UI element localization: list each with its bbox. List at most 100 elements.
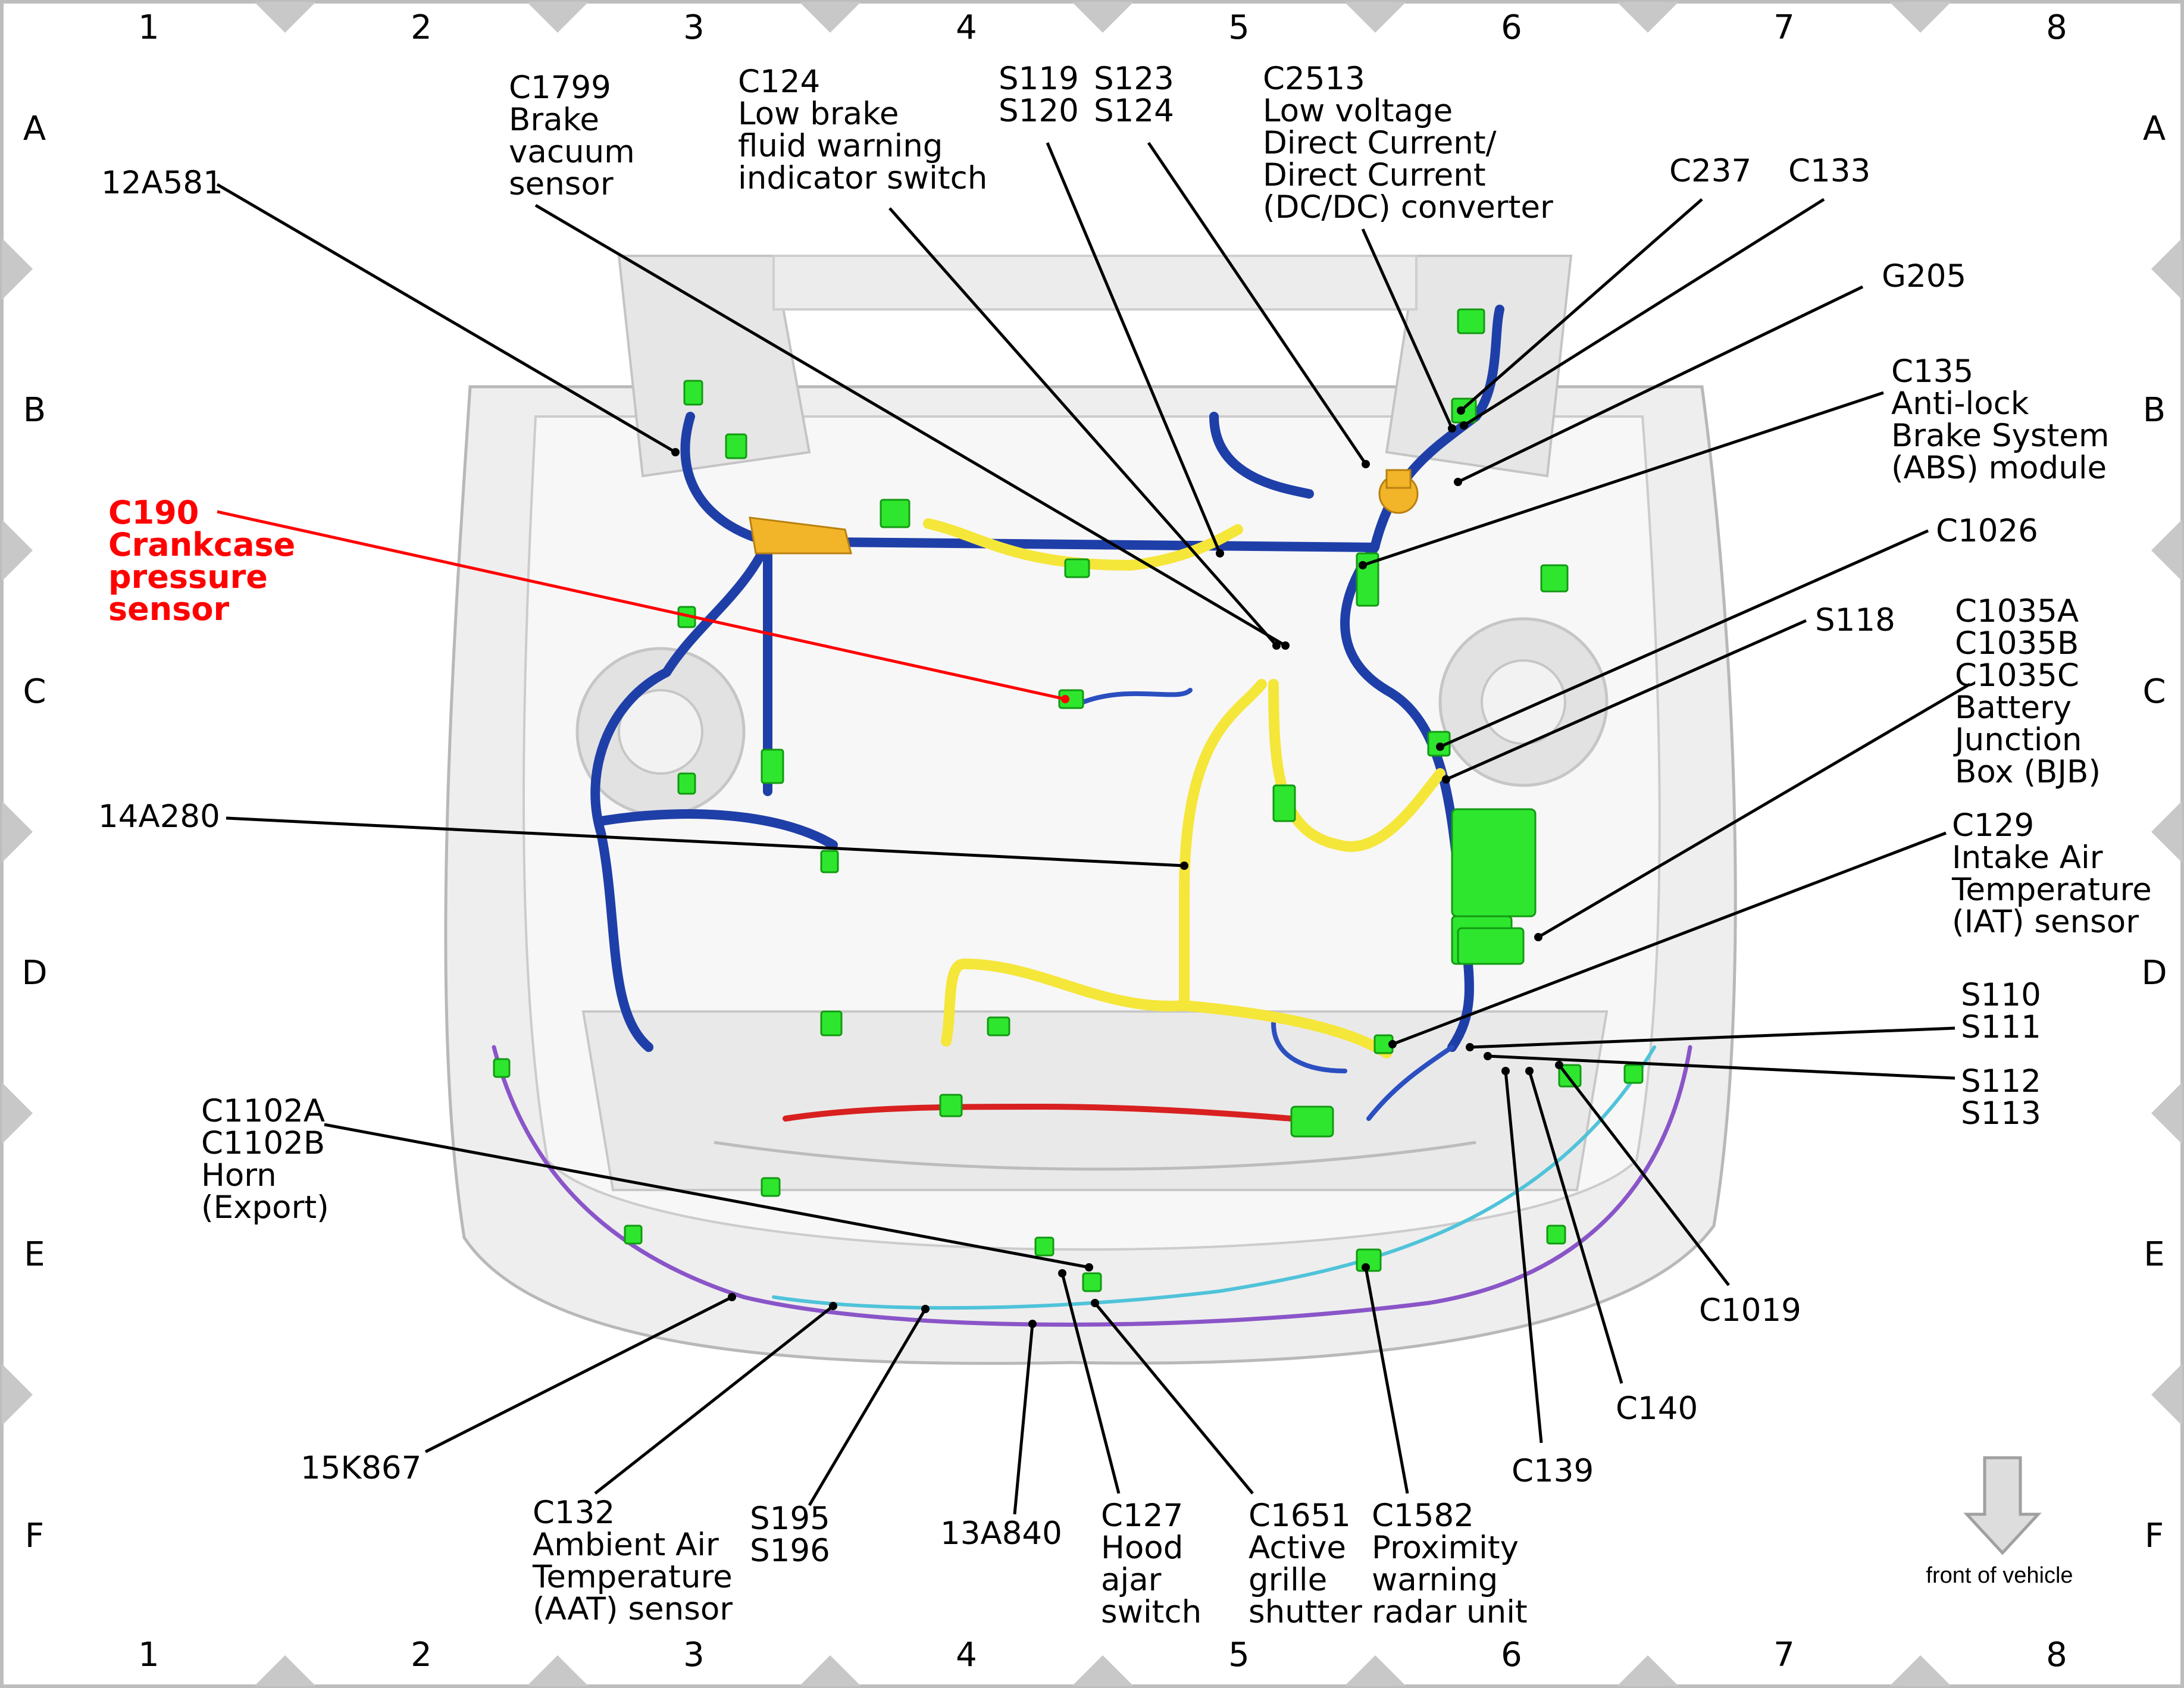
callout-c1651-line: C1651 bbox=[1249, 1498, 1351, 1534]
callout-c1019: C1019 bbox=[1699, 1292, 1801, 1329]
grid-row-right-B: B bbox=[2143, 391, 2166, 430]
border-marker bbox=[2, 519, 33, 581]
leader-tip-c1035 bbox=[1534, 933, 1542, 941]
callout-c124-line: fluid warning bbox=[738, 128, 943, 164]
callout-c129-line: C129 bbox=[1952, 807, 2034, 844]
leader-tip-s118 bbox=[1442, 775, 1450, 784]
front-of-vehicle-legend: front of vehicle bbox=[1926, 1456, 2073, 1588]
border-marker bbox=[2, 1082, 33, 1144]
leader-12a581 bbox=[216, 183, 677, 454]
callout-c132-line: Ambient Air bbox=[533, 1527, 719, 1563]
border-marker bbox=[799, 1655, 861, 1686]
callout-14a280: 14A280 bbox=[98, 798, 220, 835]
grid-col-top-5: 5 bbox=[1228, 8, 1250, 47]
border-marker bbox=[1889, 1655, 1951, 1686]
callout-c1799-line: C1799 bbox=[509, 70, 611, 106]
callout-c135-line: (ABS) module bbox=[1891, 450, 2107, 486]
callout-c127-line: switch bbox=[1101, 1594, 1201, 1630]
leader-tip-c133 bbox=[1460, 421, 1468, 430]
grid-col-top-1: 1 bbox=[138, 8, 159, 47]
callout-c2513-line: Direct Current bbox=[1263, 157, 1486, 193]
leader-tip-s123 bbox=[1362, 460, 1370, 468]
callout-s110-line: S110 bbox=[1961, 977, 2041, 1013]
callout-15k867: 15K867 bbox=[301, 1450, 421, 1486]
border-marker bbox=[527, 2, 589, 33]
leader-c237 bbox=[1460, 198, 1703, 412]
callout-c1035-line: Box (BJB) bbox=[1955, 754, 2101, 790]
callout-c237: C237 bbox=[1669, 153, 1751, 189]
callout-c132-line: C132 bbox=[533, 1495, 615, 1531]
grid-row-right-A: A bbox=[2143, 109, 2166, 148]
callout-c1035-line: C1035C bbox=[1955, 657, 2079, 694]
callout-s123-line: S123 bbox=[1094, 61, 1174, 97]
callout-c135-line: Brake System bbox=[1891, 418, 2110, 454]
leader-tip-c190 bbox=[1061, 695, 1069, 703]
down-arrow-icon bbox=[1963, 1456, 2042, 1555]
callout-c1035-line: C1035A bbox=[1955, 593, 2079, 630]
callout-s118-line: S118 bbox=[1815, 602, 1895, 638]
callout-c1799-line: sensor bbox=[509, 166, 614, 202]
leader-g205 bbox=[1457, 285, 1864, 484]
leader-tip-c237 bbox=[1457, 406, 1465, 415]
border-marker bbox=[527, 1655, 589, 1686]
callout-12a581: 12A581 bbox=[101, 165, 223, 201]
border-marker bbox=[2, 801, 33, 863]
leader-c127 bbox=[1060, 1273, 1121, 1494]
callout-c1582-line: Proximity bbox=[1372, 1530, 1519, 1566]
callout-leader-lines bbox=[216, 142, 1971, 1515]
leader-c1651 bbox=[1094, 1302, 1254, 1495]
grid-col-bottom-7: 7 bbox=[1773, 1636, 1795, 1674]
grid-row-right-C: C bbox=[2142, 672, 2166, 711]
grid-row-right-E: E bbox=[2144, 1235, 2164, 1274]
callout-c190-line: C190 bbox=[108, 494, 199, 531]
leader-tip-c127 bbox=[1058, 1269, 1066, 1277]
leader-c1582 bbox=[1364, 1267, 1409, 1494]
callout-c190-line: Crankcase bbox=[108, 526, 295, 563]
leader-tip-s195 bbox=[921, 1305, 930, 1313]
callout-c124-line: C124 bbox=[738, 64, 820, 100]
leader-tip-c1651 bbox=[1091, 1299, 1099, 1307]
callout-c1651-line: grille bbox=[1249, 1562, 1327, 1598]
border-marker bbox=[2151, 1364, 2182, 1426]
grid-col-bottom-4: 4 bbox=[956, 1636, 977, 1674]
leader-tip-c135 bbox=[1359, 561, 1367, 569]
leader-tip-c139 bbox=[1501, 1067, 1510, 1075]
callout-c2513-line: Low voltage bbox=[1263, 93, 1453, 129]
leader-tip-s112 bbox=[1484, 1052, 1492, 1060]
red-harness bbox=[783, 1104, 1294, 1122]
border-marker bbox=[2151, 519, 2182, 581]
grid-col-bottom-1: 1 bbox=[138, 1636, 159, 1674]
callout-c1799-line: Brake bbox=[509, 102, 599, 138]
leader-c133 bbox=[1463, 198, 1825, 427]
leader-tip-13a840 bbox=[1028, 1320, 1037, 1328]
callout-s195-line: S196 bbox=[750, 1533, 830, 1569]
leader-s123 bbox=[1147, 142, 1368, 465]
border-marker bbox=[254, 2, 316, 33]
leader-15k867 bbox=[424, 1295, 733, 1454]
callout-c129-line: (IAT) sensor bbox=[1952, 904, 2139, 940]
grid-col-bottom-2: 2 bbox=[411, 1636, 432, 1674]
leader-tip-c140 bbox=[1525, 1067, 1534, 1075]
callout-c132-line: (AAT) sensor bbox=[533, 1591, 733, 1627]
border-marker bbox=[254, 1655, 316, 1686]
grid-col-bottom-3: 3 bbox=[683, 1636, 705, 1674]
leader-s110 bbox=[1469, 1026, 1955, 1049]
leader-c129 bbox=[1392, 831, 1947, 1046]
leader-tip-c132 bbox=[829, 1302, 837, 1310]
leader-tip-c2513 bbox=[1448, 424, 1456, 433]
border-marker bbox=[2, 1364, 33, 1426]
callout-c1035-line: Battery bbox=[1955, 690, 2072, 726]
grid-col-top-3: 3 bbox=[683, 8, 705, 47]
callout-c1102-line: Horn bbox=[201, 1157, 277, 1194]
callout-s112-line: S113 bbox=[1961, 1095, 2041, 1132]
